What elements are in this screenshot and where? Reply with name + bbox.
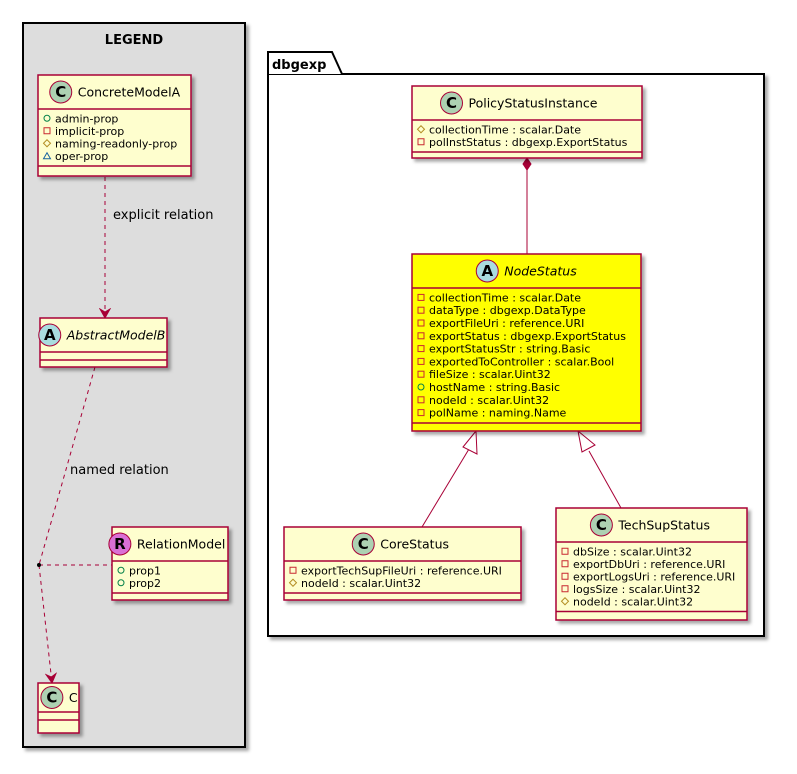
attribute-text: oper-prop (55, 150, 108, 163)
class-attribute: exportedToController : scalar.Bool (417, 355, 614, 368)
class-stereotype-icon (38, 323, 62, 347)
stereotype-letter: C (55, 83, 66, 101)
techsup-inheritance-arrow (577, 429, 596, 453)
class-attribute: hostName : string.Basic (417, 381, 560, 394)
stereotype-letter: A (481, 262, 493, 280)
package-name: dbgexp (272, 58, 326, 73)
attribute-text: prop1 (129, 564, 161, 577)
class-concretemodela[interactable]: C ConcreteModelA admin-propimplicit-propna… (37, 74, 192, 177)
named-relation-line (38, 366, 96, 566)
attribute-text: prop2 (129, 577, 161, 590)
attribute-text: nodeId : scalar.Uint32 (573, 595, 693, 608)
class-attribute: exportStatus : dbgexp.ExportStatus (417, 330, 626, 343)
class-attribute: exportLogsUri : reference.URI (561, 570, 735, 583)
class-stereotype-icon (475, 259, 499, 283)
relations: explicit relation named relation (37, 157, 622, 683)
core-inheritance-arrow (462, 429, 478, 455)
class-name: AbstractModelB (66, 328, 166, 343)
class-stereotype-icon (351, 532, 375, 556)
class-attribute: dataType : dbgexp.DataType (417, 304, 586, 317)
explicit-relation-label: explicit relation (113, 208, 213, 223)
attribute-text: nodeId : scalar.Uint32 (301, 577, 421, 590)
stereotype-letter: C (358, 535, 369, 553)
class-corestatus[interactable]: C CoreStatus exportTechSupFileUri : refere… (283, 526, 522, 601)
stereotype-letter: C (596, 516, 607, 534)
class-attribute: naming-readonly-prop (42, 137, 177, 150)
class-stereotype-icon (440, 91, 463, 115)
attribute-text: exportStatusStr : string.Basic (429, 343, 590, 356)
named-relation-arrow (38, 564, 52, 683)
class-stereotype-icon (40, 686, 64, 709)
composition-diamond (522, 157, 532, 171)
attribute-text: dataType : dbgexp.DataType (429, 304, 586, 317)
class-attribute: nodeId : scalar.Uint32 (560, 595, 693, 608)
attribute-text: polName : naming.Name (429, 407, 567, 420)
class-name: CoreStatus (380, 537, 449, 552)
class-attribute: prop2 (117, 577, 161, 590)
core-inheritance-line (421, 448, 470, 528)
attribute-text: fileSize : scalar.Uint32 (429, 368, 551, 381)
attribute-text: naming-readonly-prop (55, 137, 177, 150)
attribute-text: exportFileUri : reference.URI (429, 317, 584, 330)
class-stereotype-icon (589, 513, 613, 537)
class-attribute: logsSize : scalar.Uint32 (561, 583, 701, 596)
attribute-text: exportLogsUri : reference.URI (573, 570, 735, 583)
class-attribute: collectionTime : scalar.Date (417, 291, 581, 304)
class-abstractmodelb[interactable]: A AbstractModelB (38, 317, 168, 368)
class-attribute: dbSize : scalar.Uint32 (561, 545, 692, 558)
attribute-text: exportStatus : dbgexp.ExportStatus (429, 330, 626, 343)
class-attribute: collectionTime : scalar.Date (416, 123, 581, 136)
class-name: C (69, 690, 78, 705)
class-nodestatus[interactable]: A NodeStatus collectionTime : scalar.Dated… (411, 253, 642, 432)
class-stereotype-icon (49, 80, 73, 104)
legend-title: LEGEND (105, 33, 164, 48)
class-name: NodeStatus (504, 264, 577, 279)
class-attribute: admin-prop (43, 112, 118, 125)
class-stereotype-icon (108, 532, 132, 556)
class-policystatusinstance[interactable]: C PolicyStatusInstance collectionTime : sc… (411, 85, 643, 159)
class-attribute: exportStatusStr : string.Basic (417, 343, 590, 356)
attribute-text: admin-prop (55, 112, 118, 125)
attribute-text: exportTechSupFileUri : reference.URI (301, 564, 502, 577)
class-name: ConcreteModelA (78, 85, 181, 100)
attribute-text: hostName : string.Basic (429, 381, 560, 394)
class-attribute: nodeId : scalar.Uint32 (417, 394, 549, 407)
attribute-text: polInstStatus : dbgexp.ExportStatus (429, 136, 628, 149)
attribute-text: dbSize : scalar.Uint32 (573, 545, 692, 558)
stereotype-letter: C (446, 94, 457, 112)
class-attribute: fileSize : scalar.Uint32 (417, 368, 551, 381)
attribute-text: exportDbUri : reference.URI (573, 558, 725, 571)
stereotype-letter: R (114, 535, 126, 553)
class-attribute: exportFileUri : reference.URI (417, 317, 584, 330)
attribute-text: logsSize : scalar.Uint32 (573, 583, 701, 596)
stereotype-letter: A (44, 326, 56, 344)
class-attribute: prop1 (117, 564, 161, 577)
attribute-text: nodeId : scalar.Uint32 (429, 394, 549, 407)
attribute-text: implicit-prop (55, 125, 124, 138)
named-relation-label: named relation (70, 463, 169, 478)
class-attribute: polName : naming.Name (417, 407, 567, 420)
attribute-text: collectionTime : scalar.Date (429, 123, 581, 136)
attribute-text: collectionTime : scalar.Date (429, 291, 581, 304)
stereotype-letter: C (46, 689, 57, 707)
class-name: RelationModel (137, 537, 225, 552)
class-attribute: nodeId : scalar.Uint32 (288, 577, 421, 590)
class-attribute: implicit-prop (43, 125, 124, 138)
techsup-inheritance-line (588, 450, 622, 509)
class-attribute: exportTechSupFileUri : reference.URI (289, 564, 502, 577)
class-attribute: exportDbUri : reference.URI (561, 558, 725, 571)
attribute-text: exportedToController : scalar.Bool (429, 355, 614, 368)
class-attribute: polInstStatus : dbgexp.ExportStatus (417, 136, 628, 149)
class-name: TechSupStatus (617, 518, 710, 533)
relation-junction (37, 563, 41, 567)
class-attribute: oper-prop (42, 150, 108, 163)
class-name: PolicyStatusInstance (469, 96, 598, 111)
